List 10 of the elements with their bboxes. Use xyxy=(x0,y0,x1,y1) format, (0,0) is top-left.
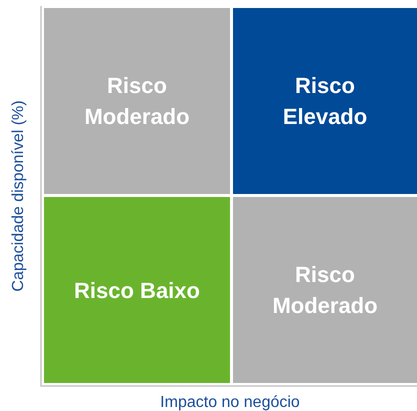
quadrant-label: Risco Elevado xyxy=(282,72,368,131)
quadrant-box xyxy=(233,8,417,194)
x-axis-title: Impacto no negócio xyxy=(160,394,300,411)
quadrant-label: Risco Baixo xyxy=(73,276,201,304)
y-axis-title: Capacidade disponível (%) xyxy=(10,100,28,292)
quadrant-label: Risco Moderado xyxy=(83,72,191,131)
quadrant-label: Risco Moderado xyxy=(271,261,379,320)
quadrant-box xyxy=(44,197,230,383)
quadrant-box xyxy=(44,8,230,194)
quadrant-box xyxy=(233,197,417,383)
